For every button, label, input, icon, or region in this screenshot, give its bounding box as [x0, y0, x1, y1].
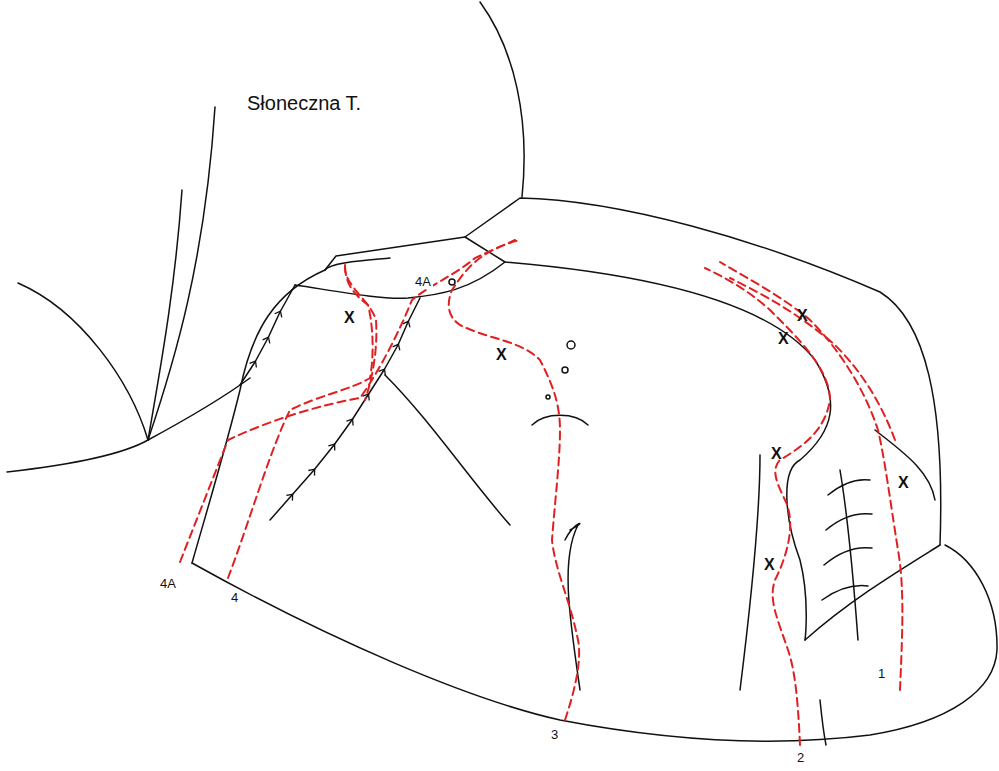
crux-mark: X: [795, 307, 810, 325]
crux-mark: X: [896, 474, 911, 492]
crux-mark: X: [762, 556, 777, 574]
route-number: 3: [549, 727, 560, 742]
route-number: 4A: [413, 274, 433, 289]
route-number: 4: [229, 590, 240, 605]
route-number: 2: [795, 750, 806, 765]
route-number: 1: [876, 666, 887, 681]
crux-mark: X: [769, 445, 784, 463]
crux-mark: X: [494, 346, 509, 364]
crux-mark: X: [776, 330, 791, 348]
crag-name: Słoneczna T.: [245, 92, 363, 114]
crux-mark: X: [342, 309, 357, 327]
route-number: 4A: [158, 576, 178, 591]
